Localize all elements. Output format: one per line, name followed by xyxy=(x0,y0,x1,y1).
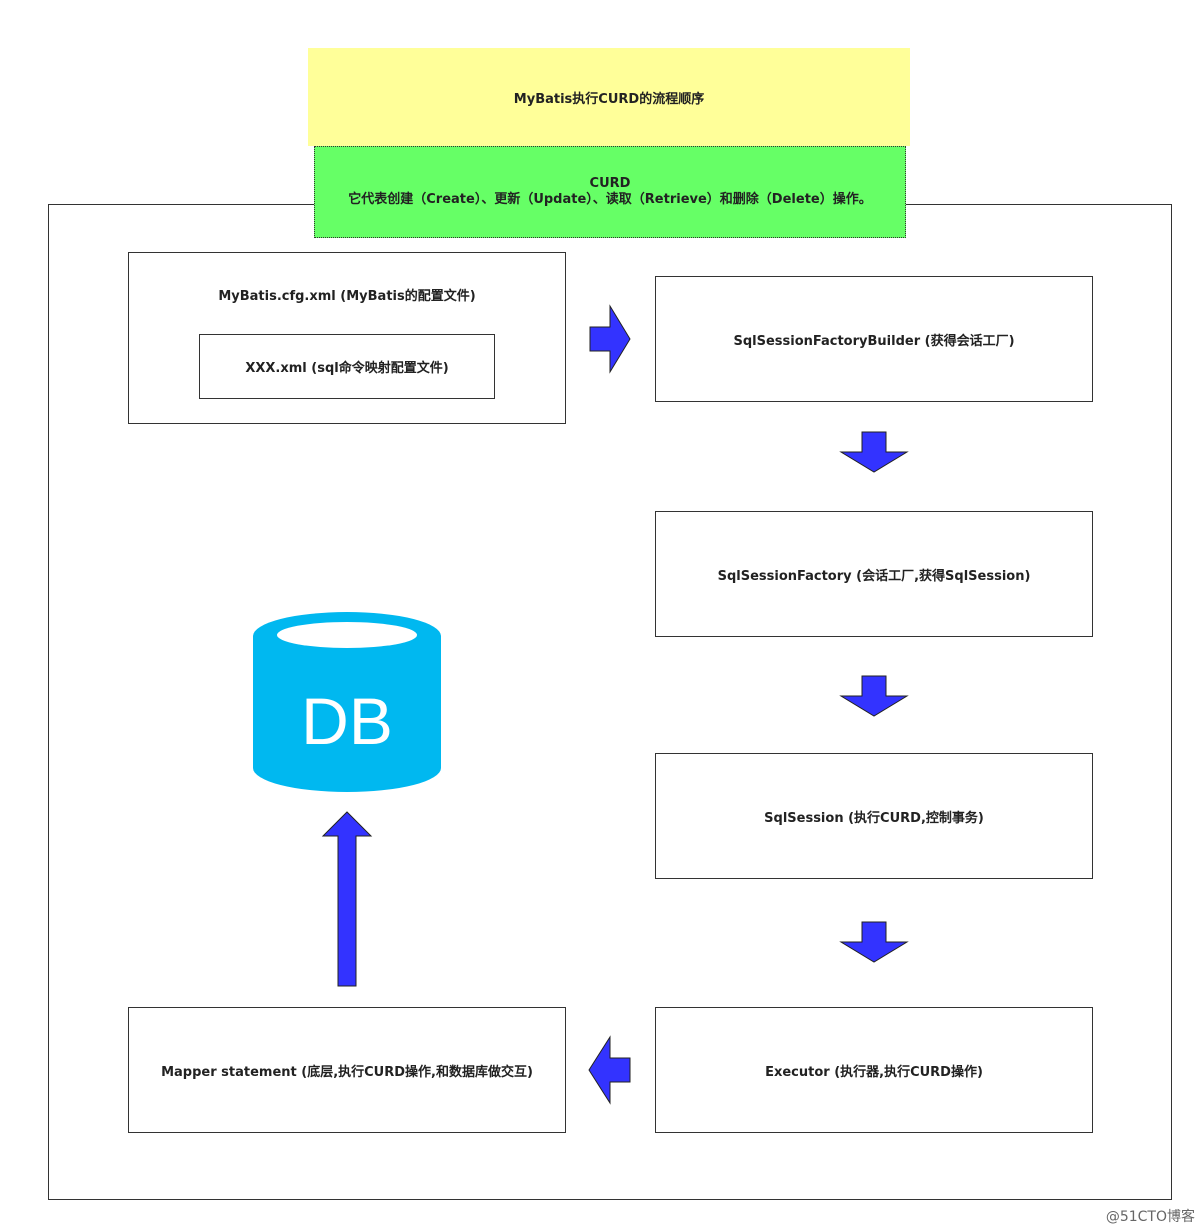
arrow-right-icon xyxy=(589,304,631,374)
title-note-text: MyBatis执行CURD的流程顺序 xyxy=(513,91,705,107)
config-file-box: MyBatis.cfg.xml (MyBatis的配置文件) XXX.xml (… xyxy=(128,252,566,424)
curd-note-description: 它代表创建（Create）、更新（Update）、读取（Retrieve）和删除… xyxy=(348,192,872,207)
mapping-file-box: XXX.xml (sql命令映射配置文件) xyxy=(199,334,495,399)
config-file-title: MyBatis.cfg.xml (MyBatis的配置文件) xyxy=(218,289,476,304)
watermark: @51CTO博客 xyxy=(1105,1209,1195,1225)
arrow-down-icon xyxy=(839,431,909,473)
database-icon: DB xyxy=(253,612,441,792)
arrow-down-icon xyxy=(839,921,909,963)
sqlsessionfactorybuilder-box: SqlSessionFactoryBuilder (获得会话工厂) xyxy=(655,276,1093,402)
curd-note: CURD 它代表创建（Create）、更新（Update）、读取（Retriev… xyxy=(314,146,906,238)
curd-note-heading: CURD xyxy=(589,176,631,191)
database-label: DB xyxy=(301,684,393,758)
arrow-up-icon xyxy=(321,811,373,987)
arrow-down-icon xyxy=(839,675,909,717)
arrow-left-icon xyxy=(588,1035,631,1105)
executor-box: Executor (执行器,执行CURD操作) xyxy=(655,1007,1093,1133)
sqlsession-box: SqlSession (执行CURD,控制事务) xyxy=(655,753,1093,879)
mapper-statement-box: Mapper statement (底层,执行CURD操作,和数据库做交互) xyxy=(128,1007,566,1133)
title-note: MyBatis执行CURD的流程顺序 xyxy=(308,48,910,146)
sqlsessionfactory-box: SqlSessionFactory (会话工厂,获得SqlSession) xyxy=(655,511,1093,637)
